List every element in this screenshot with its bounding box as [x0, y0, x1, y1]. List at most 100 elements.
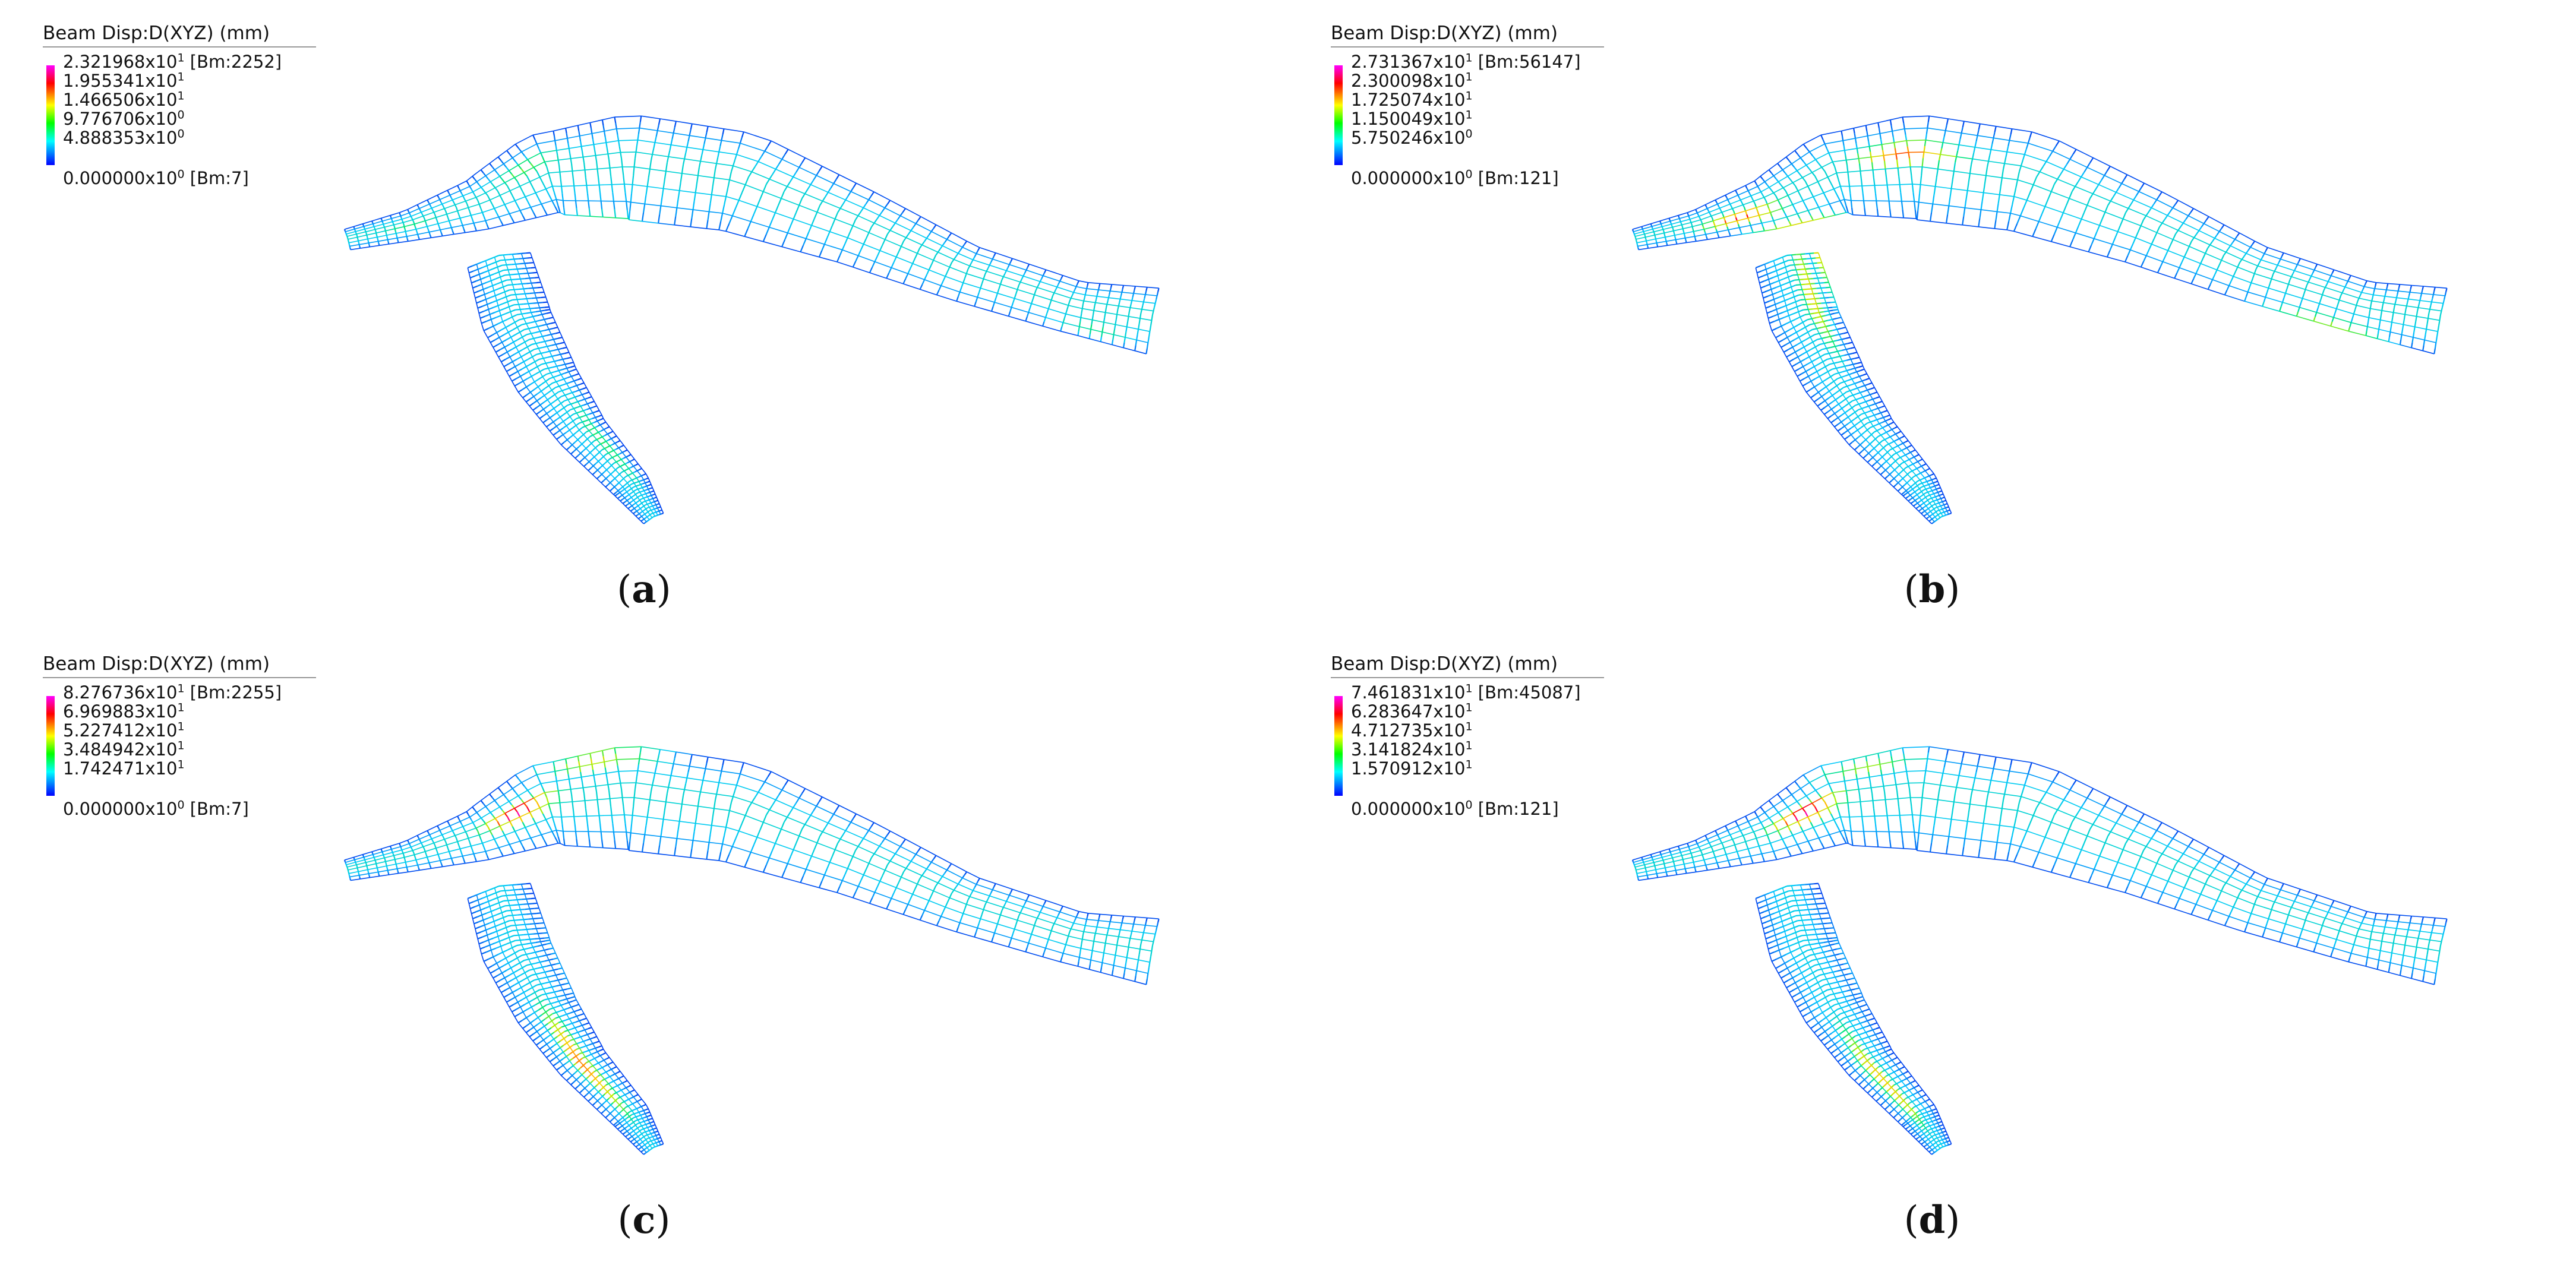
mesh-beam: [563, 358, 567, 360]
mesh-beam: [627, 480, 630, 484]
mesh-beam: [701, 149, 704, 156]
mesh-beam: [1945, 130, 1962, 134]
mesh-beam: [598, 461, 603, 466]
mesh-beam: [1781, 305, 1786, 308]
mesh-beam: [1690, 216, 1699, 220]
mesh-beam: [566, 412, 571, 417]
mesh-beam: [879, 245, 883, 251]
mesh-beam: [1877, 434, 1882, 437]
mesh-beam: [1763, 192, 1774, 198]
mesh-beam: [1909, 166, 1912, 176]
mesh-beam: [495, 352, 499, 358]
mesh-beam: [1766, 184, 1770, 188]
mesh-beam: [507, 352, 511, 358]
mesh-beam: [491, 300, 497, 303]
mesh-beam: [957, 249, 961, 254]
mesh-beam: [1876, 417, 1881, 420]
mesh-beam: [522, 346, 528, 350]
mesh-beam: [641, 495, 644, 499]
mesh-beam: [930, 260, 935, 265]
mesh-beam: [1827, 409, 1832, 413]
mesh-beam: [500, 259, 506, 261]
mesh-beam: [394, 226, 405, 229]
mesh-beam: [490, 256, 495, 260]
mesh-beam: [1829, 296, 1834, 299]
mesh-beam: [834, 212, 839, 220]
mesh-beam: [539, 368, 545, 372]
mesh-beam: [2177, 200, 2194, 209]
mesh-beam: [1833, 378, 1838, 382]
mesh-beam: [1838, 312, 1842, 318]
mesh-beam: [693, 209, 709, 213]
mesh-beam: [542, 419, 547, 423]
mesh-beam: [2237, 267, 2255, 274]
mesh-beam: [979, 247, 996, 254]
mesh-beam: [1693, 229, 1704, 232]
mesh-beam: [1122, 292, 1134, 294]
mesh-beam: [521, 143, 537, 153]
mesh-beam: [1691, 219, 1701, 223]
mesh-beam: [1978, 124, 1981, 130]
mesh-beam: [744, 236, 763, 242]
mesh-beam: [1679, 215, 1689, 219]
mesh-beam: [1884, 169, 1887, 178]
mesh-beam: [1803, 293, 1809, 296]
mesh-beam: [1764, 175, 1774, 182]
mesh-beam: [1151, 314, 1154, 321]
mesh-beam: [569, 427, 573, 431]
mesh-beam: [620, 459, 626, 464]
mesh-beam: [1717, 229, 1729, 233]
mesh-beam: [504, 306, 510, 309]
mesh-beam: [1851, 425, 1855, 429]
mesh-beam: [1927, 122, 1929, 128]
mesh-beam: [2007, 151, 2025, 155]
mesh-beam: [888, 267, 892, 274]
mesh-beam: [1839, 199, 1845, 201]
mesh-beam: [860, 243, 864, 251]
mesh-beam: [605, 142, 608, 148]
mesh-beam: [1724, 220, 1727, 224]
mesh-beam: [738, 200, 757, 207]
mesh-beam: [1637, 244, 1647, 247]
mesh-beam: [495, 293, 501, 296]
mesh-beam: [509, 258, 514, 261]
mesh-beam: [589, 408, 594, 413]
mesh-beam: [915, 219, 919, 224]
mesh-beam: [801, 157, 806, 163]
mesh-beam: [1810, 366, 1815, 370]
mesh-beam: [1883, 415, 1887, 418]
mesh-beam: [2010, 128, 2013, 135]
mesh-beam: [601, 208, 604, 217]
mesh-beam: [2161, 219, 2165, 224]
mesh-beam: [485, 299, 488, 305]
mesh-beam: [721, 140, 741, 144]
mesh-beam: [1785, 281, 1791, 284]
mesh-beam: [1833, 309, 1838, 311]
mesh-beam: [465, 197, 476, 202]
mesh-beam: [2032, 176, 2038, 185]
mesh-beam: [2269, 279, 2272, 284]
mesh-beam: [2340, 292, 2343, 296]
mesh-beam: [1880, 433, 1884, 436]
mesh-beam: [1814, 175, 1819, 182]
mesh-beam: [1799, 346, 1805, 350]
mesh-beam: [1830, 419, 1835, 423]
mesh-beam: [472, 186, 482, 192]
mesh-beam: [1783, 212, 1788, 217]
mesh-beam: [645, 508, 649, 513]
mesh-beam: [2133, 199, 2152, 208]
mesh-beam: [725, 196, 739, 201]
mesh-beam: [1829, 362, 1835, 365]
mesh-beam: [588, 461, 594, 467]
mesh-beam: [512, 317, 516, 323]
mesh-beam: [1811, 303, 1817, 305]
mesh-beam: [1962, 224, 1979, 227]
mesh-beam: [1145, 348, 1148, 354]
mesh-beam: [1845, 349, 1849, 355]
mesh-beam: [574, 397, 579, 402]
mesh-beam: [485, 175, 489, 179]
mesh-beam: [481, 282, 487, 285]
mesh-beam: [639, 513, 642, 517]
mesh-beam: [575, 389, 580, 393]
mesh-beam: [490, 181, 494, 185]
